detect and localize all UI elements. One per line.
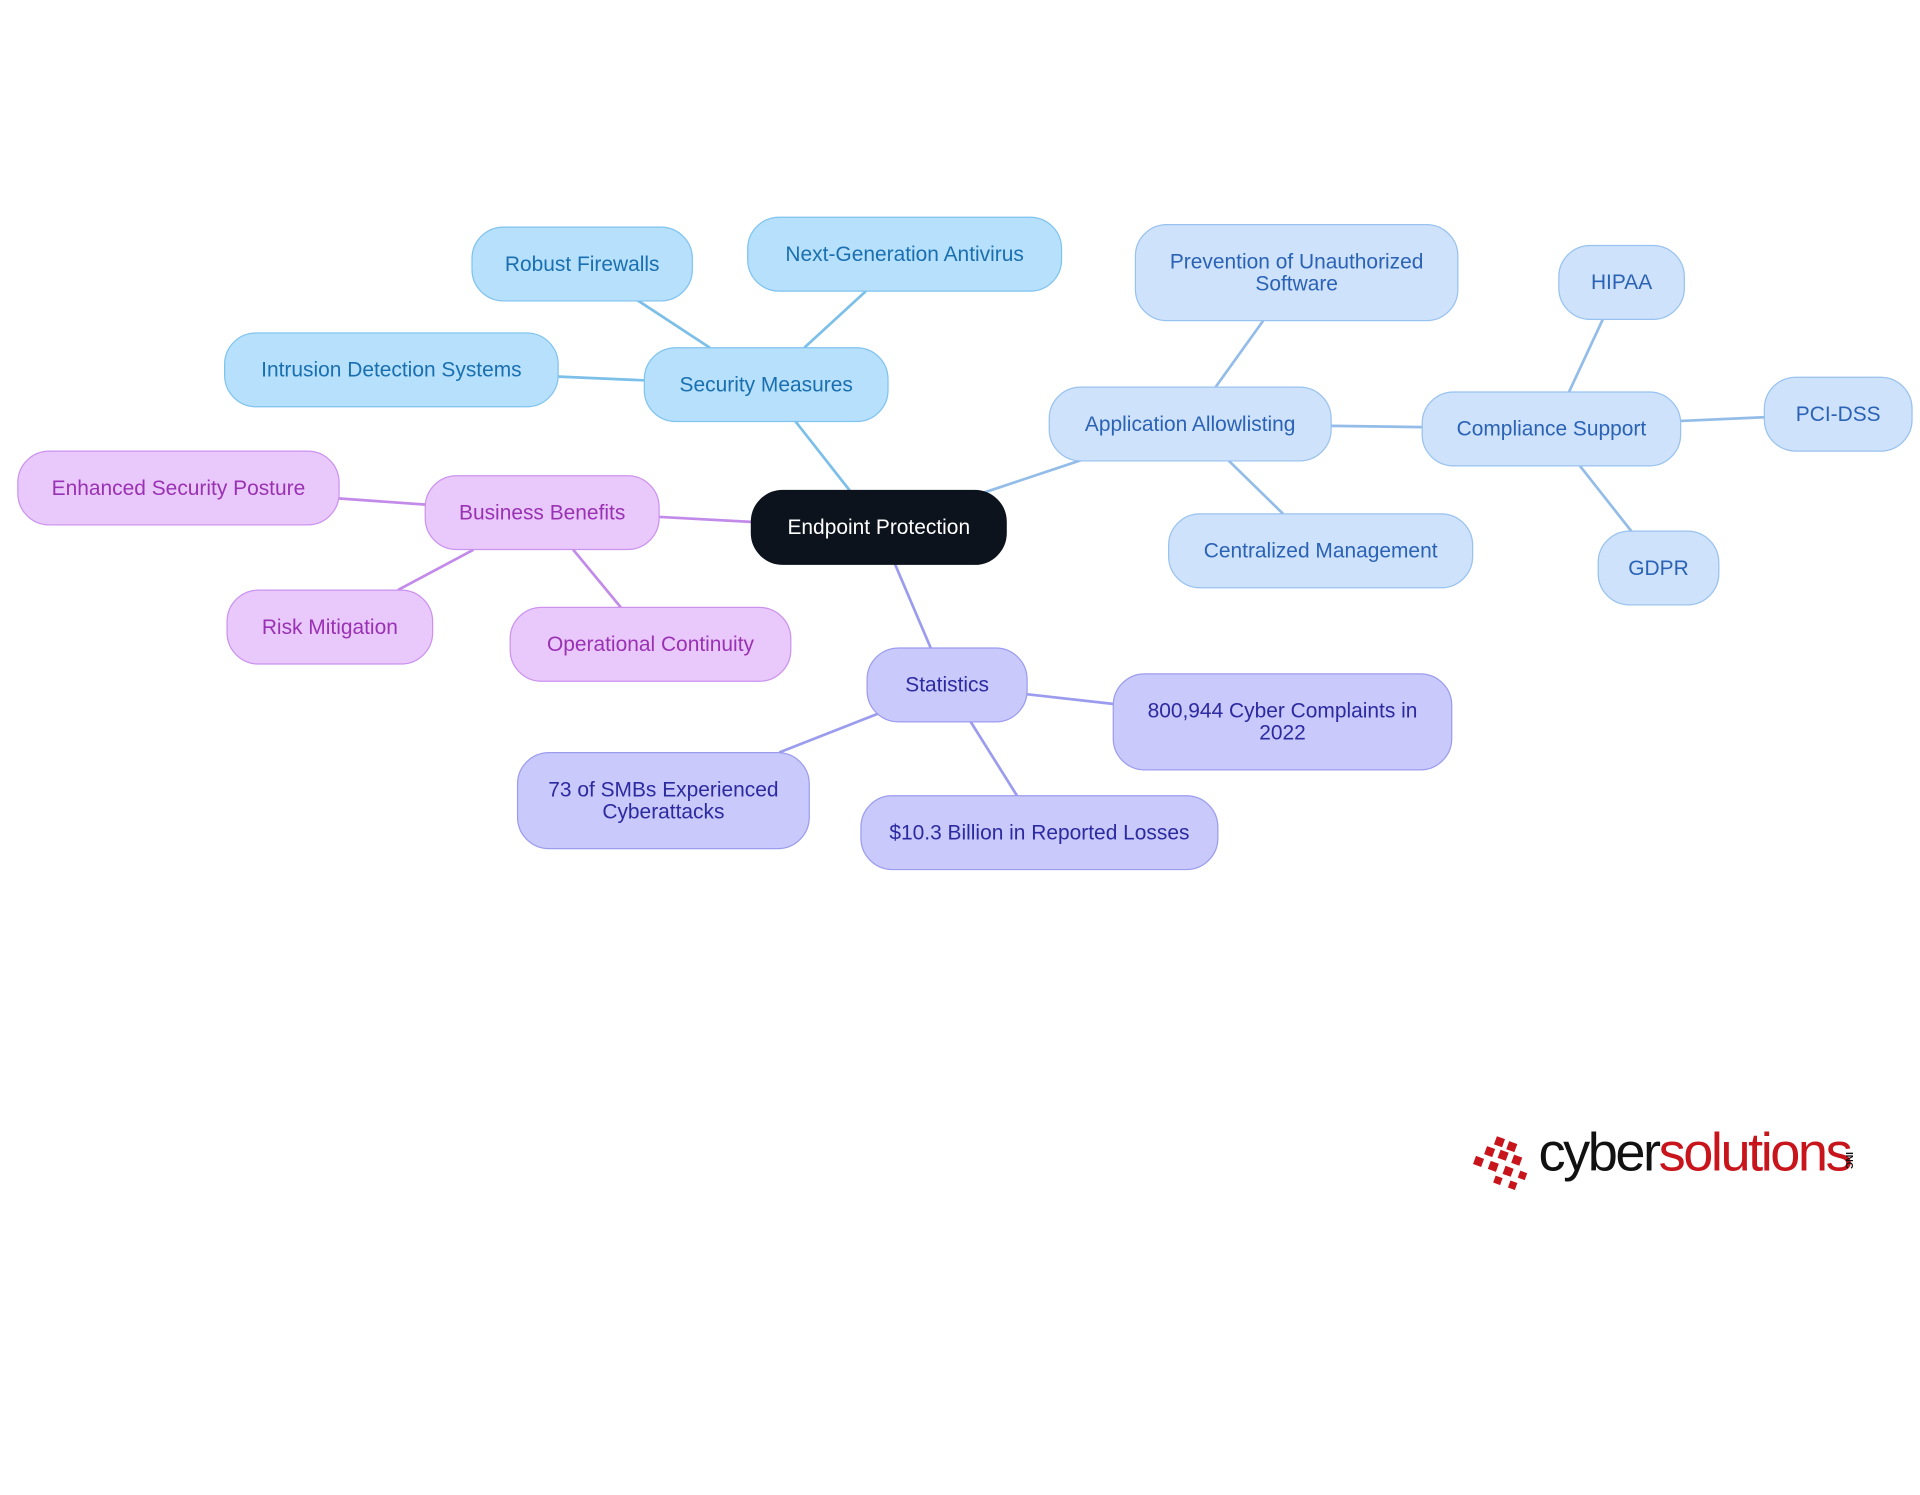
edge-business-posture bbox=[338, 497, 428, 506]
application-allowlisting-node[interactable]: Application Allowlisting bbox=[1048, 386, 1332, 462]
edge-business-continuity bbox=[572, 548, 622, 609]
security-measures-node[interactable]: Security Measures bbox=[643, 347, 889, 423]
root-node[interactable]: Endpoint Protection bbox=[750, 489, 1007, 565]
edge-allowlisting-compliance bbox=[1330, 424, 1423, 429]
logo-wordmark: cybersolutions bbox=[1538, 1122, 1853, 1184]
edge-root-business bbox=[658, 515, 753, 524]
edge-compliance-gdpr bbox=[1578, 465, 1633, 532]
mind-map-canvas: Endpoint Protection Security Measures Ro… bbox=[17, 216, 1913, 1190]
cybersolutions-logo: cybersolutions INC bbox=[1471, 1122, 1877, 1198]
logo-cyber-text: cyber bbox=[1538, 1122, 1662, 1183]
edge-compliance-pcidss bbox=[1679, 415, 1766, 423]
risk-mitigation-node[interactable]: Risk Mitigation bbox=[226, 589, 434, 665]
gdpr-node[interactable]: GDPR bbox=[1597, 530, 1720, 606]
prevention-unauthorized-node[interactable]: Prevention of Unauthorized Software bbox=[1134, 224, 1459, 322]
next-gen-antivirus-node[interactable]: Next-Generation Antivirus bbox=[747, 216, 1063, 292]
edge-security-antivirus bbox=[803, 290, 867, 349]
logo-solutions-text: solutions bbox=[1658, 1122, 1853, 1183]
edge-security-firewalls bbox=[636, 298, 711, 349]
compliance-support-node[interactable]: Compliance Support bbox=[1421, 391, 1682, 467]
edge-statistics-losses bbox=[969, 721, 1018, 797]
business-benefits-node[interactable]: Business Benefits bbox=[424, 475, 660, 551]
pci-dss-node[interactable]: PCI-DSS bbox=[1763, 376, 1913, 452]
edge-security-ids bbox=[557, 375, 646, 382]
operational-continuity-node[interactable]: Operational Continuity bbox=[509, 606, 792, 682]
intrusion-detection-node[interactable]: Intrusion Detection Systems bbox=[224, 332, 559, 408]
enhanced-security-posture-node[interactable]: Enhanced Security Posture bbox=[17, 450, 340, 526]
edge-statistics-complaints bbox=[1025, 692, 1116, 706]
edge-statistics-smbs bbox=[778, 712, 879, 754]
edge-compliance-hipaa bbox=[1567, 318, 1604, 393]
centralized-management-node[interactable]: Centralized Management bbox=[1168, 513, 1474, 589]
robust-firewalls-node[interactable]: Robust Firewalls bbox=[471, 226, 693, 302]
edge-root-statistics bbox=[893, 562, 932, 649]
hipaa-node[interactable]: HIPAA bbox=[1558, 244, 1685, 321]
edge-business-risk bbox=[397, 548, 474, 591]
edge-allowlisting-centralized bbox=[1226, 458, 1284, 515]
edge-root-security bbox=[793, 419, 851, 492]
cyber-complaints-node[interactable]: 800,944 Cyber Complaints in 2022 bbox=[1112, 673, 1453, 771]
smbs-cyberattacks-node[interactable]: 73 of SMBs Experienced Cyberattacks bbox=[516, 752, 810, 850]
logo-mark-icon bbox=[1473, 1136, 1528, 1190]
statistics-node[interactable]: Statistics bbox=[866, 647, 1028, 723]
edge-root-allowlisting bbox=[983, 458, 1082, 494]
logo-inc-text: INC bbox=[1843, 1152, 1855, 1169]
edge-allowlisting-prevention bbox=[1214, 319, 1265, 388]
reported-losses-node[interactable]: $10.3 Billion in Reported Losses bbox=[860, 795, 1219, 871]
